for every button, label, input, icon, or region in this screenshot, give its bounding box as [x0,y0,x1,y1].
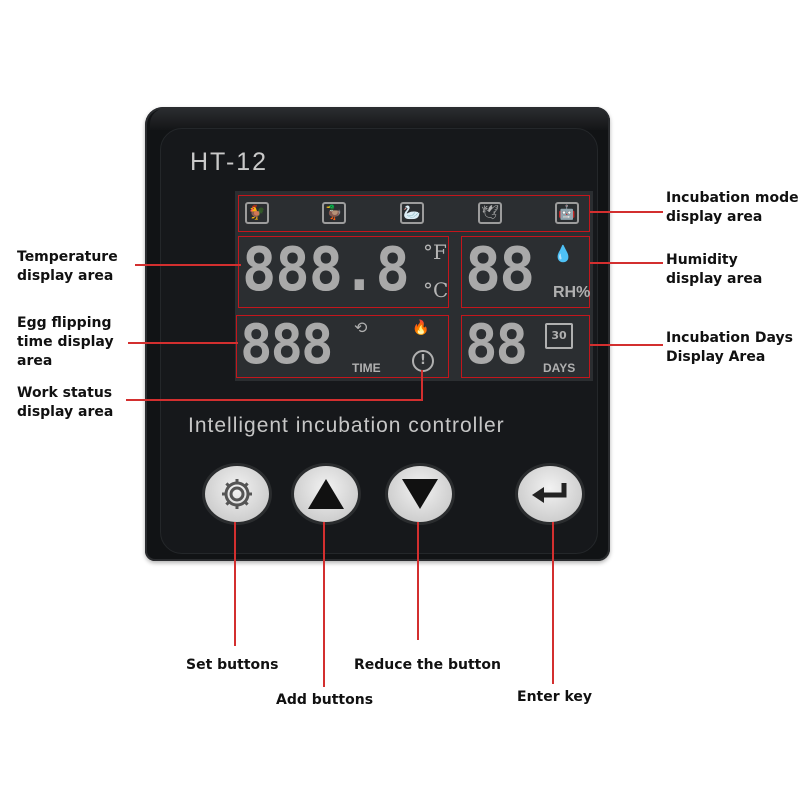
humidity-zone [461,236,590,308]
temperature-digits: 888.8 [242,235,410,305]
goose-icon: 🦢 [400,202,424,224]
callout-line-1: Work status [17,385,113,401]
callout-line-2: Display Area [666,349,766,365]
callout-line-2: display area [666,209,763,225]
callout-line-2: display area [666,271,763,287]
leader-temperature [135,264,241,266]
humidity-digits: 88 [465,235,535,305]
callout-line-1: Temperature [17,249,118,265]
days-digits: 88 [465,313,528,376]
incubation-mode-zone [238,195,590,232]
callout-line-2: display area [17,404,114,420]
leader-egg-flipping [128,342,238,344]
leader-reduce [417,522,419,640]
callout-humidity: Humidity display area [666,251,762,289]
callout-reduce: Reduce the button [354,657,501,673]
incubation-days-zone [461,315,590,378]
leader-work-status-vertical [421,370,423,401]
callout-incubation-mode: Incubation mode display area [666,189,799,227]
leader-incubation-mode [590,211,663,213]
leader-set [234,522,236,646]
android-robot-icon: 🤖 [555,202,579,224]
callout-line-1: Egg flipping [17,315,112,331]
callout-add: Add buttons [276,692,374,708]
callout-line-1: Incubation Days [666,330,793,346]
warning-icon: ! [412,350,434,372]
reduce-button[interactable] [388,466,452,522]
callout-incubation-days: Incubation Days Display Area [666,329,793,367]
device-top-edge [150,108,608,130]
leader-work-status [126,399,422,401]
egg-flipping-time-zone [236,315,449,378]
gear-icon [222,479,252,509]
slogan-text: Intelligent incubation controller [188,414,505,437]
callout-line-2: display area [17,268,114,284]
callout-temperature: Temperature display area [17,248,118,286]
days-label: DAYS [543,361,576,375]
droplet-icon: 💧 [553,244,573,263]
duck-icon: 🦆 [322,202,346,224]
callout-line-1: Incubation mode [666,190,799,206]
triangle-down-icon [402,479,438,509]
callout-work-status: Work status display area [17,384,113,422]
leader-enter [552,522,554,684]
add-button[interactable] [294,466,358,522]
leader-add [323,522,325,687]
callout-line-3: area [17,353,53,369]
calendar-icon: 30 [545,323,573,349]
celsius-unit: °C [423,278,449,302]
triangle-up-icon [308,479,344,509]
bird-icon: 🕊 [478,202,502,224]
callout-line-1: Humidity [666,252,738,268]
temperature-zone [238,236,449,308]
humidity-unit: RH% [553,284,591,301]
chicken-icon: 🐓 [245,202,269,224]
fahrenheit-unit: °F [423,240,447,264]
leader-humidity [590,262,663,264]
rotate-icon: ⟲ [354,318,368,337]
callout-enter: Enter key [517,689,593,705]
callout-egg-flipping: Egg flipping time display area [17,314,114,371]
enter-button[interactable] [518,466,582,522]
set-button[interactable] [205,466,269,522]
callout-line-2: time display [17,334,114,350]
callout-set: Set buttons [186,657,279,673]
enter-arrow-icon [532,483,567,503]
flame-icon: 🔥 [412,320,430,336]
time-digits: 888 [240,313,334,376]
leader-incubation-days [590,344,663,346]
time-label: TIME [352,361,381,375]
model-label: HT-12 [190,148,269,176]
